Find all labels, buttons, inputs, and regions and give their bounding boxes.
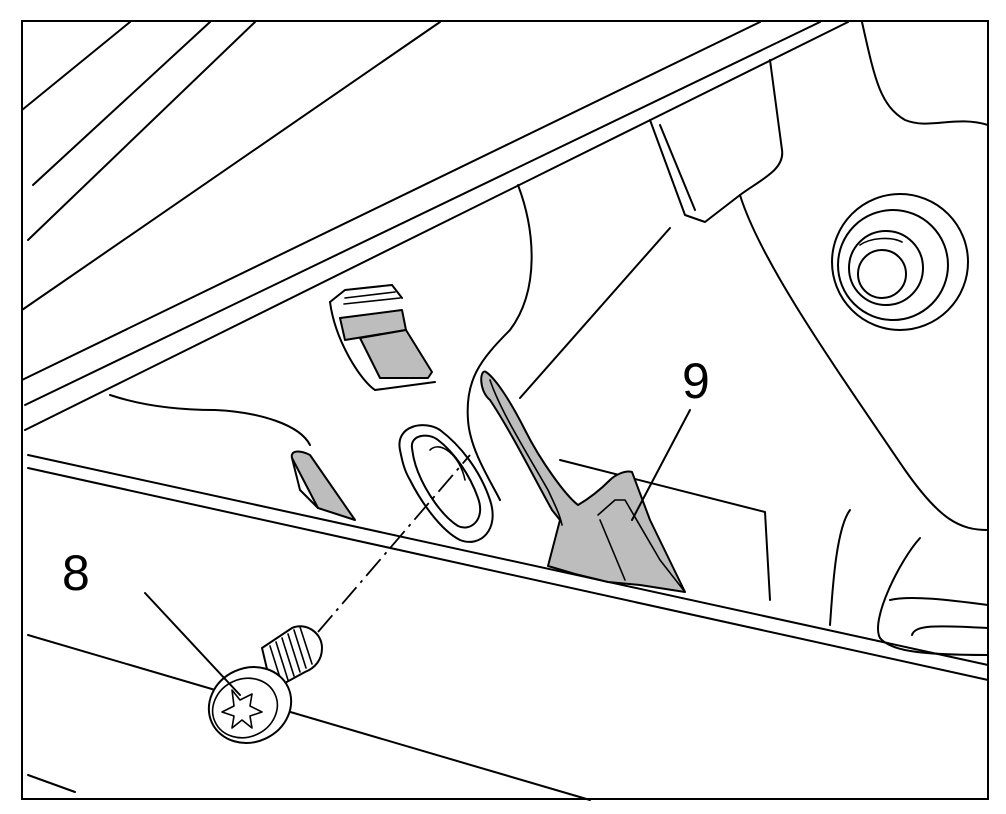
slot-hole bbox=[398, 424, 494, 543]
right-bracket bbox=[519, 21, 989, 531]
retaining-clip bbox=[329, 284, 436, 391]
latch-lever bbox=[480, 370, 686, 593]
callout-8: 8 bbox=[62, 545, 90, 601]
diagram-frame bbox=[21, 20, 989, 800]
lower-rail bbox=[27, 454, 989, 801]
leader-line-8 bbox=[144, 592, 241, 696]
alignment-axis bbox=[317, 454, 471, 633]
screw bbox=[207, 625, 323, 744]
upper-panel bbox=[21, 21, 849, 431]
central-bracket bbox=[109, 184, 533, 543]
callout-9: 9 bbox=[682, 353, 710, 409]
leader-line-9 bbox=[631, 409, 691, 521]
mounting-boss bbox=[831, 193, 969, 331]
